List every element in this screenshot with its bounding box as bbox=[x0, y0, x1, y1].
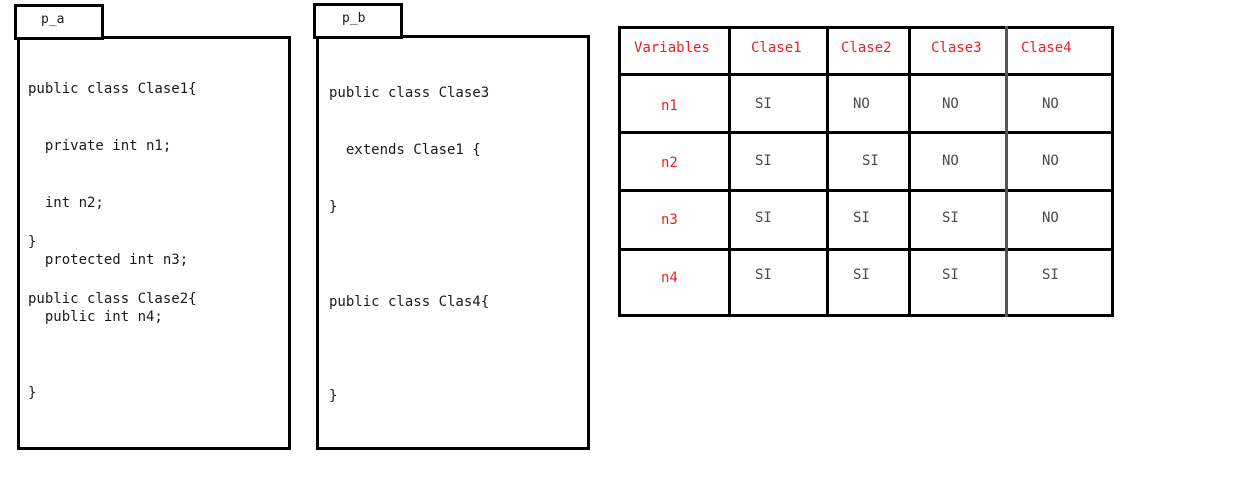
table-cell: SI bbox=[755, 96, 772, 112]
table-cell: NO bbox=[853, 96, 870, 112]
code-block-clase1-close: } bbox=[28, 195, 45, 271]
code-block-clas4-close: } bbox=[329, 349, 346, 425]
code-block-clase3-close: } bbox=[329, 160, 346, 236]
table-rule bbox=[618, 26, 621, 317]
package-box-p-a bbox=[17, 36, 291, 450]
code-line: public int n4; bbox=[28, 309, 163, 325]
table-header-cell: Clase4 bbox=[1021, 40, 1072, 56]
table-cell: SI bbox=[1042, 267, 1059, 283]
access-table: Variables Clase1 Clase2 Clase3 Clase4 n1… bbox=[618, 26, 1114, 317]
table-header-cell: Clase1 bbox=[751, 40, 802, 56]
table-rule bbox=[618, 314, 1114, 317]
code-line: private int n1; bbox=[28, 138, 172, 154]
table-cell: SI bbox=[755, 210, 772, 226]
table-rule bbox=[618, 131, 1114, 134]
code-line: public class Clas4{ bbox=[329, 294, 490, 310]
table-cell: NO bbox=[942, 153, 959, 169]
code-line: } bbox=[28, 234, 37, 250]
package-tab-label: p_a bbox=[41, 12, 65, 27]
table-rule bbox=[618, 73, 1114, 76]
table-header-cell: Clase2 bbox=[841, 40, 892, 56]
table-rule bbox=[618, 248, 1114, 251]
code-line: public class Clase3 bbox=[329, 85, 490, 101]
code-block-clase3: public class Clase3 extends Clase1 { bbox=[329, 46, 489, 179]
table-rule bbox=[1005, 26, 1008, 317]
table-cell: SI bbox=[942, 267, 959, 283]
table-row-label: n2 bbox=[661, 155, 678, 171]
table-rule bbox=[908, 26, 911, 317]
table-cell: SI bbox=[755, 153, 772, 169]
table-row-label: n4 bbox=[661, 270, 678, 286]
code-block-clase2-close: } bbox=[28, 346, 45, 422]
table-cell: SI bbox=[853, 267, 870, 283]
table-cell: NO bbox=[1042, 210, 1059, 226]
table-header-cell: Clase3 bbox=[931, 40, 982, 56]
code-line: } bbox=[329, 388, 338, 404]
package-tab-p-b: p_b bbox=[313, 3, 403, 39]
table-header-cell: Variables bbox=[634, 40, 710, 56]
table-cell: SI bbox=[942, 210, 959, 226]
table-rule bbox=[618, 26, 1114, 29]
table-cell: SI bbox=[862, 153, 879, 169]
table-rule bbox=[618, 189, 1114, 192]
table-rule bbox=[826, 26, 829, 317]
table-cell: NO bbox=[1042, 153, 1059, 169]
code-block-clas4: public class Clas4{ bbox=[329, 255, 489, 331]
table-row-label: n3 bbox=[661, 212, 678, 228]
code-block-clase2: public class Clase2{ bbox=[28, 252, 197, 328]
package-box-p-b bbox=[316, 35, 590, 450]
table-cell: SI bbox=[755, 267, 772, 283]
code-line: public class Clase2{ bbox=[28, 291, 197, 307]
code-line: int n2; bbox=[28, 195, 104, 211]
code-line: } bbox=[329, 199, 338, 215]
code-line: extends Clase1 { bbox=[329, 142, 481, 158]
package-tab-label: p_b bbox=[342, 11, 366, 26]
table-rule bbox=[728, 26, 731, 317]
table-cell: SI bbox=[853, 210, 870, 226]
package-tab-p-a: p_a bbox=[14, 4, 104, 40]
table-cell: NO bbox=[942, 96, 959, 112]
code-line: protected int n3; bbox=[28, 252, 189, 268]
table-row-label: n1 bbox=[661, 98, 678, 114]
code-block-clase1: public class Clase1{ private int n1; int… bbox=[28, 42, 197, 346]
table-cell: NO bbox=[1042, 96, 1059, 112]
table-rule bbox=[1111, 26, 1114, 317]
code-line: public class Clase1{ bbox=[28, 81, 197, 97]
code-line: } bbox=[28, 385, 37, 401]
